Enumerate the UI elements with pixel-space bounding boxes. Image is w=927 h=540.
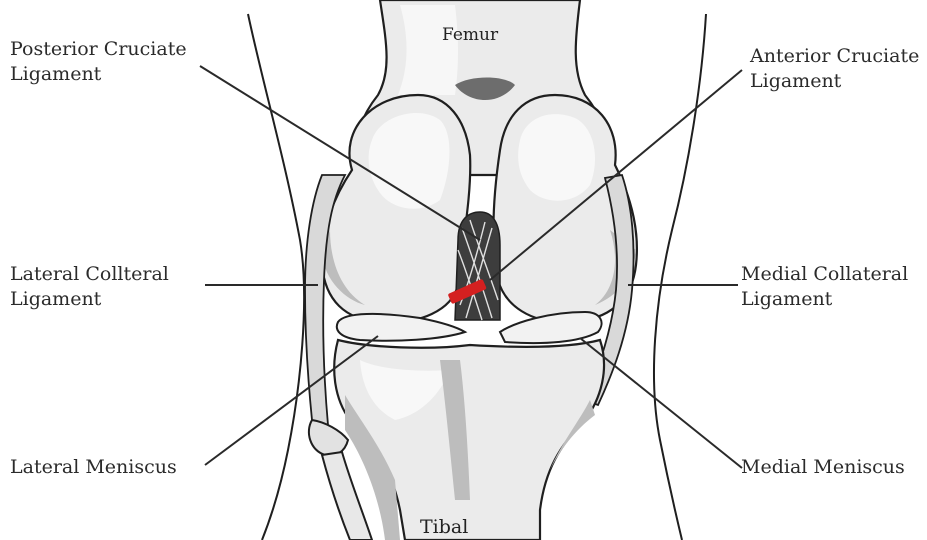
medial-collateral-ligament-label: Medial Collateral Ligament (741, 262, 908, 312)
medial-meniscus (500, 312, 602, 343)
anterior-cruciate-ligament-label: Anterior Cruciate Ligament (750, 44, 919, 94)
posterior-cruciate-ligament-label: Posterior Cruciate Ligament (10, 37, 187, 87)
lateral-meniscus (337, 314, 465, 341)
lateral-meniscus-label: Lateral Meniscus (10, 455, 177, 480)
medial-meniscus-label: Medial Meniscus (741, 455, 905, 480)
tibia-label: Tibal (420, 516, 468, 538)
leg-outline-right (654, 14, 706, 540)
femur-medial-condyle-highlight (518, 114, 595, 201)
tibia (334, 340, 604, 540)
femur-shaft-highlight (398, 5, 458, 95)
femur-label: Femur (442, 25, 498, 45)
fibula-head (309, 420, 348, 456)
lateral-collateral-ligament-label: Lateral Collteral Ligament (10, 262, 169, 312)
leg-outline-left (248, 14, 304, 540)
